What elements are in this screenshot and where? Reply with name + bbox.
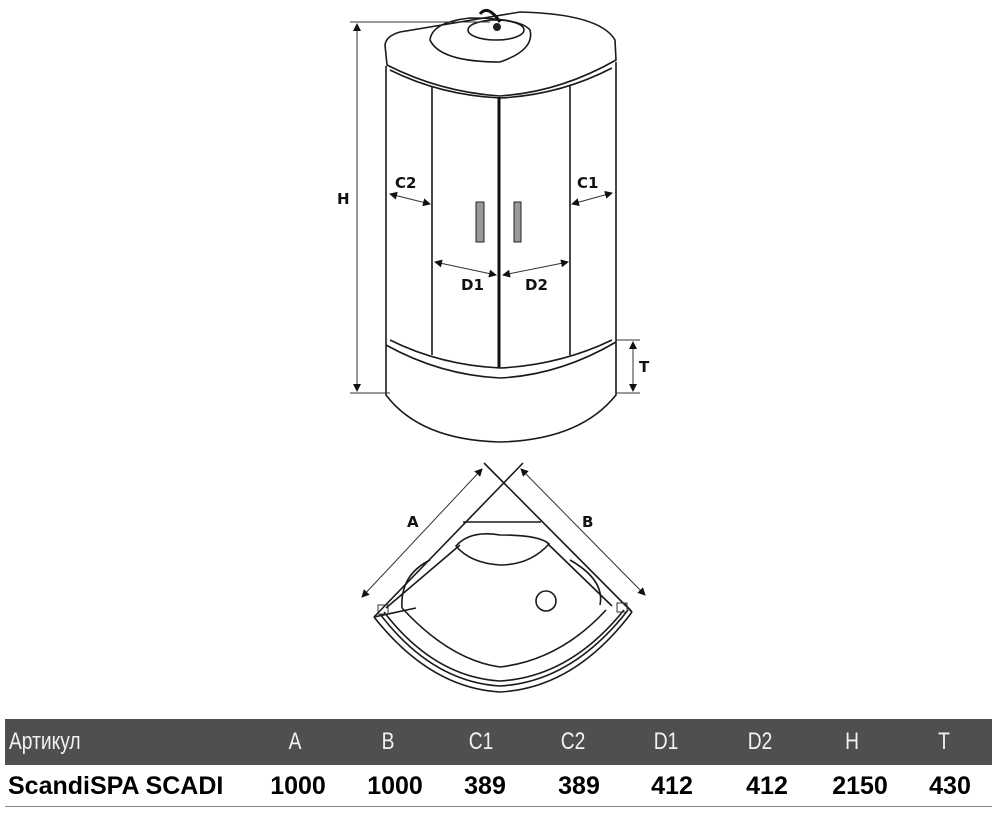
header-A: A [288,728,302,755]
cell-D1: 412 [651,772,693,800]
front-view: H C2 C1 D1 D2 T [337,8,650,443]
cell-B: 1000 [367,772,423,800]
header-C2: C2 [560,728,586,755]
cell-article: ScandiSPA SCADI [8,772,224,800]
header-C1: C1 [468,728,494,755]
label-B: B [582,513,593,531]
label-T: T [639,358,650,376]
cell-C1: 389 [464,772,506,800]
header-D2: D2 [747,728,773,755]
header-T: T [938,728,950,755]
cell-A: 1000 [270,772,326,800]
header-H: H [845,728,859,755]
header-B: B [381,728,395,755]
table-header: Артикул A B C1 C2 D1 D2 H T [5,719,992,765]
label-D1: D1 [461,276,484,294]
header-D1: D1 [653,728,679,755]
cell-D2: 412 [746,772,788,800]
label-D2: D2 [525,276,548,294]
header-article: Артикул [9,728,81,755]
table-row: ScandiSPA SCADI 1000 1000 389 389 412 41… [5,766,992,807]
label-C2: C2 [395,174,416,192]
label-C1: C1 [577,174,598,192]
top-view: A B [361,462,646,693]
label-H: H [337,190,350,208]
label-A: A [407,513,419,531]
cell-H: 2150 [832,772,888,800]
cell-C2: 389 [558,772,600,800]
cell-T: 430 [929,772,971,800]
